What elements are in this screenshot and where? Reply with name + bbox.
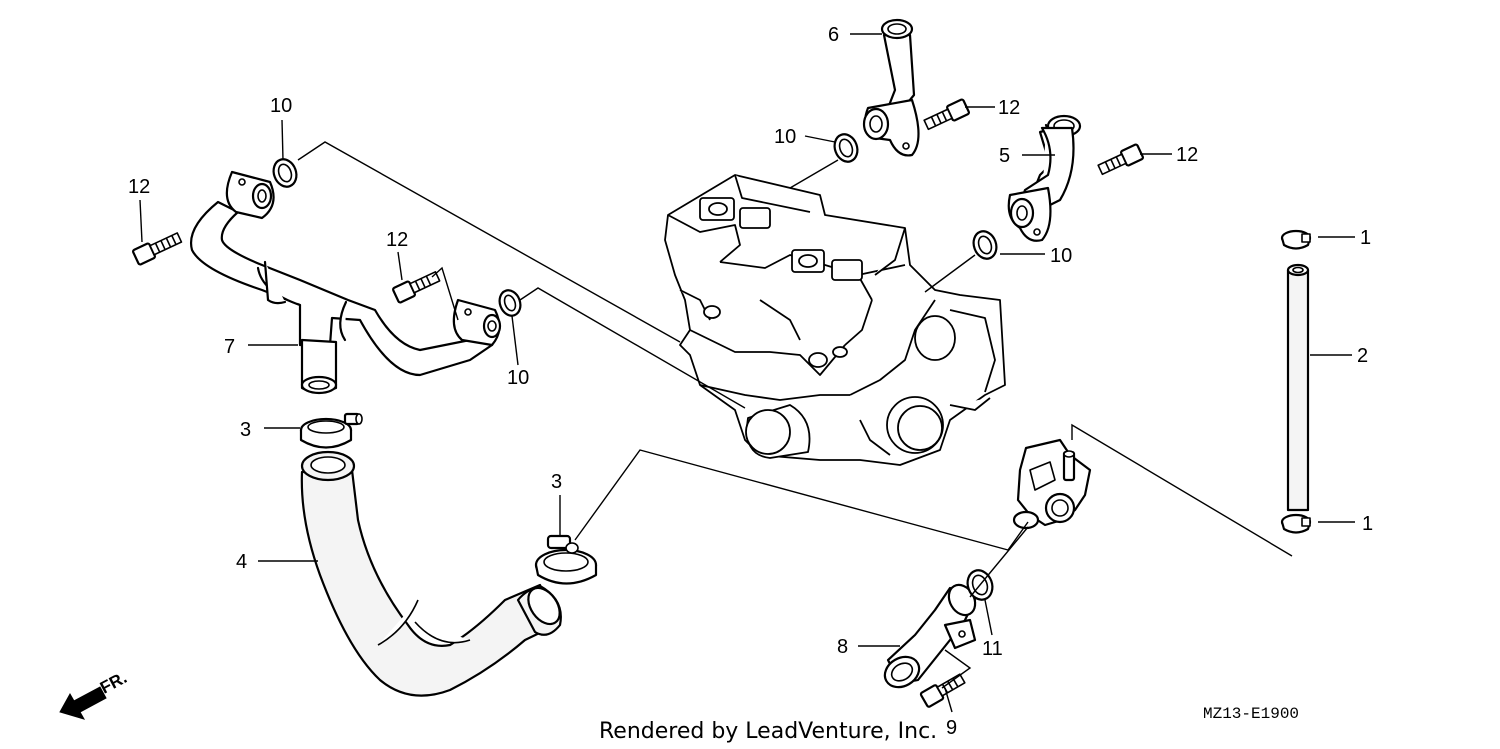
callout-3-lower: 3 bbox=[551, 471, 562, 493]
part-3-hose-clamp-lower bbox=[534, 534, 598, 585]
thermostat-housing bbox=[1012, 438, 1092, 530]
front-direction-arrow-icon bbox=[59, 686, 107, 720]
callout-12-left: 12 bbox=[128, 176, 150, 198]
callout-12-center-left: 12 bbox=[386, 229, 408, 251]
part-4-radiator-hose bbox=[300, 450, 562, 697]
part-3-hose-clamp-upper bbox=[299, 412, 363, 449]
callout-1-upper: 1 bbox=[1360, 227, 1371, 249]
part-6-water-pipe-elbow bbox=[862, 18, 920, 157]
callout-10-top-left: 10 bbox=[270, 95, 292, 117]
assembly-lines bbox=[297, 141, 1293, 689]
callout-1-lower: 1 bbox=[1362, 513, 1373, 535]
part-7-water-pipe-y bbox=[189, 170, 502, 395]
part-5-water-pipe-elbow bbox=[1007, 114, 1082, 242]
callout-10-right: 10 bbox=[1050, 245, 1072, 267]
part-1-tube-clip-upper bbox=[1280, 229, 1312, 250]
bolt-12-upper bbox=[923, 98, 970, 131]
callout-4: 4 bbox=[236, 551, 247, 573]
callout-10-upper-center: 10 bbox=[774, 126, 796, 148]
callout-3-upper: 3 bbox=[240, 419, 251, 441]
part-1-tube-clip-lower bbox=[1280, 513, 1312, 534]
engine-block bbox=[664, 174, 1006, 466]
bolt-12-center-left bbox=[392, 271, 441, 304]
render-credit: Rendered by LeadVenture, Inc. bbox=[599, 719, 937, 744]
callout-8: 8 bbox=[837, 636, 848, 658]
bolt-9 bbox=[919, 673, 966, 708]
callout-2: 2 bbox=[1357, 345, 1368, 367]
callout-11: 11 bbox=[982, 638, 1003, 660]
callout-7: 7 bbox=[224, 336, 235, 358]
callout-5: 5 bbox=[999, 145, 1010, 167]
part-8-water-pipe-elbow bbox=[883, 583, 977, 689]
callout-6: 6 bbox=[828, 24, 839, 46]
callout-labels: 1 1 2 3 3 4 5 6 7 8 9 10 10 10 10 11 12 … bbox=[128, 24, 1373, 739]
callout-12-right: 12 bbox=[1176, 144, 1198, 166]
front-indicator: FR. bbox=[59, 668, 130, 720]
callout-10-mid: 10 bbox=[507, 367, 529, 389]
bolt-12-right bbox=[1097, 143, 1144, 176]
callout-12-upper: 12 bbox=[998, 97, 1020, 119]
part-2-bypass-tube bbox=[1286, 263, 1310, 512]
callout-9: 9 bbox=[946, 717, 957, 739]
bolts bbox=[132, 98, 1144, 708]
bolt-12-left bbox=[132, 232, 183, 266]
diagram-code: MZ13-E1900 bbox=[1203, 705, 1299, 723]
callout-leaders bbox=[139, 33, 1355, 713]
